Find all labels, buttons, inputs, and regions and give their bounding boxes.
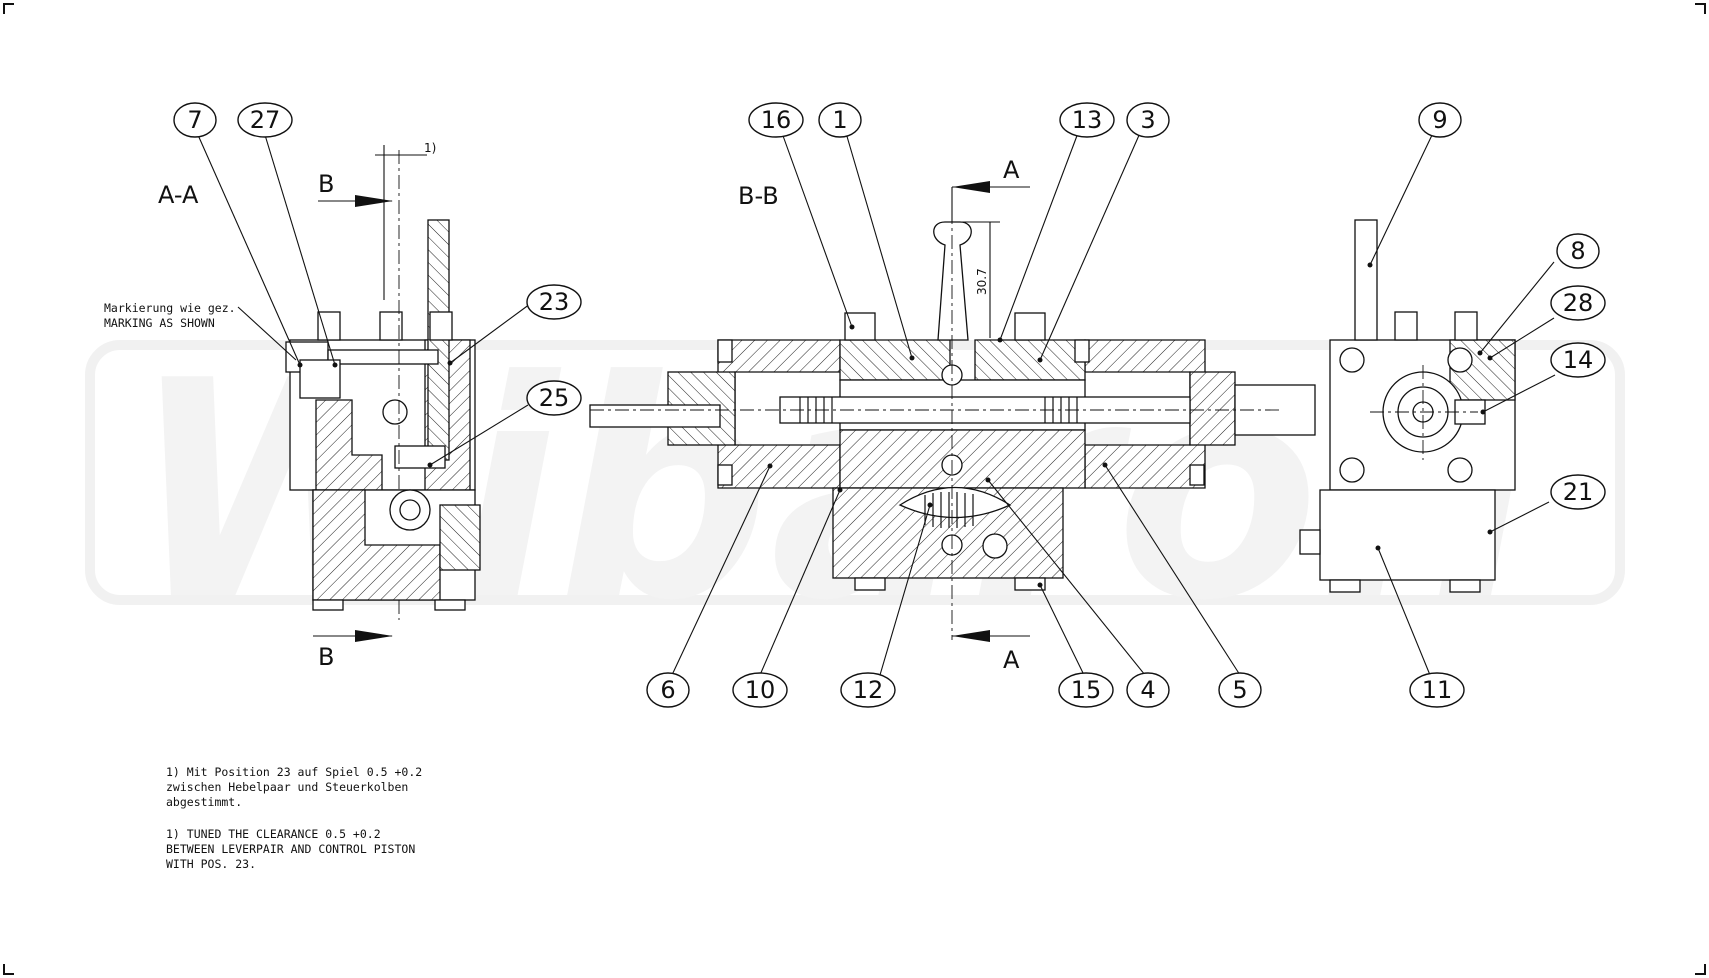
svg-text:16: 16 — [761, 106, 792, 134]
svg-text:21: 21 — [1563, 478, 1594, 506]
svg-text:9: 9 — [1432, 106, 1447, 134]
svg-text:12: 12 — [853, 676, 884, 704]
corner-marks — [3, 3, 1706, 975]
cut-label-b-top: B — [318, 170, 334, 198]
footnote-en-line2: BETWEEN LEVERPAIR AND CONTROL PISTON — [166, 842, 415, 856]
callout-13: 13 — [1059, 102, 1115, 138]
callout-8: 8 — [1556, 233, 1600, 269]
callout-12: 12 — [840, 672, 896, 708]
callout-21: 21 — [1550, 474, 1606, 510]
svg-text:15: 15 — [1071, 676, 1102, 704]
callout-25: 25 — [526, 380, 582, 416]
footnote-de-line2: zwischen Hebelpaar und Steuerkolben — [166, 780, 408, 794]
svg-text:5: 5 — [1232, 676, 1247, 704]
callout-10: 10 — [732, 672, 788, 708]
callout-4: 4 — [1126, 672, 1170, 708]
callout-11: 11 — [1409, 672, 1465, 708]
lever-travel-dim: 30.7 — [975, 268, 989, 295]
svg-text:27: 27 — [250, 106, 281, 134]
callout-23: 23 — [526, 284, 582, 320]
callout-9: 9 — [1418, 102, 1462, 138]
svg-text:11: 11 — [1422, 676, 1453, 704]
callout-6: 6 — [646, 672, 690, 708]
footnote-en-line3: WITH POS. 23. — [166, 857, 256, 871]
svg-text:4: 4 — [1140, 676, 1155, 704]
svg-text:14: 14 — [1563, 346, 1594, 374]
svg-text:7: 7 — [187, 106, 202, 134]
svg-text:13: 13 — [1072, 106, 1103, 134]
view-side — [1299, 219, 1516, 593]
callout-27: 27 — [237, 102, 293, 138]
marking-note-de: Markierung wie gez. — [104, 301, 236, 315]
svg-text:3: 3 — [1140, 106, 1155, 134]
callout-leaders — [197, 132, 1556, 676]
svg-text:6: 6 — [660, 676, 675, 704]
footnote: 1) Mit Position 23 auf Spiel 0.5 +0.2 zw… — [166, 765, 422, 871]
footnote-en-line1: 1) TUNED THE CLEARANCE 0.5 +0.2 — [166, 827, 381, 841]
svg-text:23: 23 — [539, 288, 570, 316]
cut-label-a-bottom: A — [1003, 646, 1020, 674]
svg-text:10: 10 — [745, 676, 776, 704]
svg-text:1: 1 — [832, 106, 847, 134]
footnote-de-line3: abgestimmt. — [166, 795, 242, 809]
cut-label-b-bottom: B — [318, 643, 334, 671]
clearance-dim: 1) — [424, 141, 436, 155]
svg-text:28: 28 — [1563, 289, 1594, 317]
callout-5: 5 — [1218, 672, 1262, 708]
callout-1: 1 — [818, 102, 862, 138]
callout-7: 7 — [173, 102, 217, 138]
view-section-aa: A-A B B 1) Markierung wie gez — [104, 141, 481, 671]
section-label-aa: A-A — [158, 181, 199, 209]
footnote-de-line1: 1) Mit Position 23 auf Spiel 0.5 +0.2 — [166, 765, 422, 779]
marking-note-en: MARKING AS SHOWN — [104, 316, 215, 330]
callout-15: 15 — [1058, 672, 1114, 708]
callout-28: 28 — [1550, 285, 1606, 321]
callout-16: 16 — [748, 102, 804, 138]
callout-14: 14 — [1550, 342, 1606, 378]
cut-label-a-top: A — [1003, 156, 1020, 184]
svg-text:8: 8 — [1570, 237, 1585, 265]
view-section-bb: B-B A A 30.7 — [589, 156, 1316, 674]
svg-text:25: 25 — [539, 384, 570, 412]
callout-3: 3 — [1126, 102, 1170, 138]
section-label-bb: B-B — [738, 182, 779, 210]
callout-leader-dots — [297, 262, 1493, 588]
